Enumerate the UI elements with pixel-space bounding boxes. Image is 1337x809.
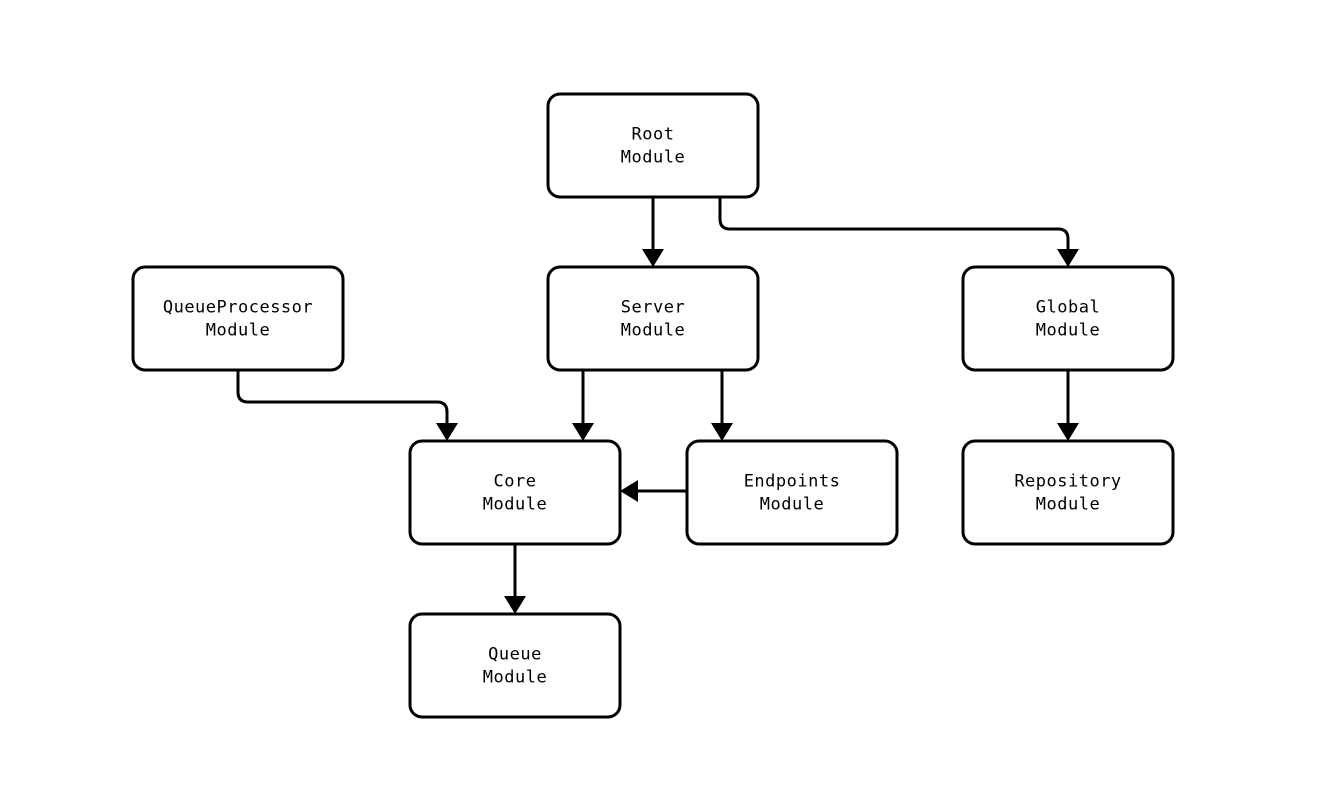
edge-queueprocessor-to-core-arrowhead-icon: [436, 423, 458, 441]
global-module-node-box[interactable]: [961, 265, 1175, 372]
core-module-node-label-line2: Module: [483, 495, 547, 515]
global-module-node-label-line1: Global: [1036, 298, 1100, 318]
repository-module-node-label-line2: Module: [1036, 495, 1100, 515]
edge-root-to-global-line: [718, 197, 1070, 249]
edge-root-to-global-arrowhead-icon: [1057, 249, 1079, 267]
server-module-node-box[interactable]: [546, 265, 760, 372]
edge-endpoints-to-core: [620, 480, 687, 502]
edge-global-to-repository-arrowhead-icon: [1057, 423, 1079, 441]
endpoints-module-node-box[interactable]: [685, 439, 899, 546]
edge-root-to-server-arrowhead-icon: [642, 249, 664, 267]
edge-root-to-global: [718, 197, 1079, 267]
endpoints-module-node-label-line2: Module: [760, 495, 824, 515]
queueprocessor-module-node-box[interactable]: [131, 265, 345, 372]
edge-layer: [236, 197, 1079, 614]
server-module-node-label-line1: Server: [621, 298, 685, 318]
edge-server-to-endpoints: [711, 370, 733, 441]
repository-module-node-label-line1: Repository: [1014, 472, 1121, 492]
edge-queueprocessor-to-core: [236, 370, 458, 441]
edge-endpoints-to-core-arrowhead-icon: [620, 480, 638, 502]
root-module-node-label-line2: Module: [621, 148, 685, 168]
edge-server-to-endpoints-arrowhead-icon: [711, 423, 733, 441]
edge-server-to-core: [572, 370, 594, 441]
node-layer: RootModuleQueueProcessorModuleServerModu…: [131, 92, 1175, 719]
repository-module-node-box[interactable]: [961, 439, 1175, 546]
queueprocessor-module-node-label-line1: QueueProcessor: [163, 298, 313, 318]
server-module-node-label-line2: Module: [621, 321, 685, 341]
core-module-node-label-line1: Core: [494, 472, 537, 492]
queue-module-node-label-line1: Queue: [488, 645, 542, 665]
queueprocessor-module-node-label-line2: Module: [206, 321, 270, 341]
core-module-node-box[interactable]: [408, 439, 622, 546]
endpoints-module-node-label-line1: Endpoints: [744, 472, 841, 492]
edge-root-to-server: [642, 197, 664, 267]
root-module-node-box[interactable]: [546, 92, 760, 199]
queue-module-node-box[interactable]: [408, 612, 622, 719]
edge-queueprocessor-to-core-line: [236, 370, 449, 423]
edge-global-to-repository: [1057, 370, 1079, 441]
edge-core-to-queue-arrowhead-icon: [504, 596, 526, 614]
global-module-node-label-line2: Module: [1036, 321, 1100, 341]
queue-module-node-label-line2: Module: [483, 668, 547, 688]
edge-server-to-core-arrowhead-icon: [572, 423, 594, 441]
edge-core-to-queue: [504, 544, 526, 614]
root-module-node-label-line1: Root: [632, 125, 675, 145]
